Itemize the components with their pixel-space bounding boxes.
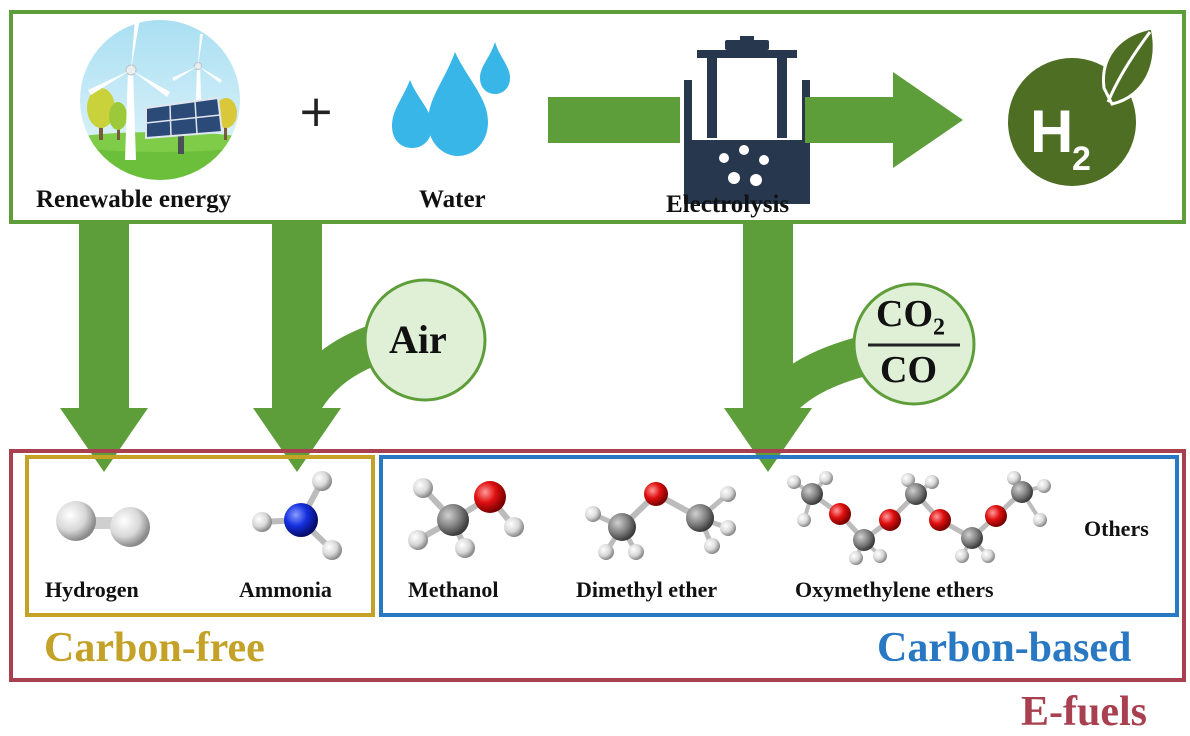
h2-subscript: 2 xyxy=(1072,140,1091,178)
air-label: Air xyxy=(389,317,447,362)
methanol-label: Methanol xyxy=(408,577,499,602)
co-label: CO xyxy=(880,349,937,391)
water-label: Water xyxy=(419,186,486,213)
dimethyl-ether-label: Dimethyl ether xyxy=(576,577,718,602)
dimethyl-ether-molecule-icon xyxy=(585,482,736,560)
electrolysis-icon xyxy=(684,36,810,204)
carbon-free-title: Carbon-free xyxy=(44,625,265,671)
arrow-to-hydrogen xyxy=(60,224,148,472)
arrow-to-h2 xyxy=(805,72,963,168)
methanol-molecule-icon xyxy=(408,478,524,558)
renewable-energy-icon xyxy=(80,20,240,180)
hydrogen-molecule-icon xyxy=(56,501,150,547)
plus-sign: + xyxy=(298,86,335,137)
ammonia-label: Ammonia xyxy=(239,577,332,602)
efuels-frame xyxy=(9,449,1186,682)
h2-letter: H xyxy=(1030,98,1073,165)
efuels-title: E-fuels xyxy=(1021,689,1147,735)
carbon-based-title: Carbon-based xyxy=(877,625,1132,671)
ammonia-molecule-icon xyxy=(252,471,342,560)
air-bubble xyxy=(363,278,487,402)
arrow-to-carbon-based xyxy=(724,224,812,472)
electrolysis-label: Electrolysis xyxy=(666,191,790,218)
h2-icon: H 2 xyxy=(1008,26,1156,186)
hydrogen-label: Hydrogen xyxy=(45,577,139,602)
co2-co-bubble xyxy=(852,282,976,406)
oxymethylene-ethers-label: Oxymethylene ethers xyxy=(795,577,994,602)
co2-label: CO2 xyxy=(876,292,945,342)
renewable-energy-label: Renewable energy xyxy=(36,186,232,213)
arrow-to-ammonia xyxy=(253,224,341,472)
water-drops-icon xyxy=(392,42,510,156)
carbon-based-frame xyxy=(379,455,1179,617)
process-frame xyxy=(9,10,1186,224)
others-label: Others xyxy=(1084,516,1149,541)
co2-subscript: 2 xyxy=(933,314,945,341)
co2-main: CO xyxy=(876,293,933,335)
arrow-to-electrolysis xyxy=(548,97,680,143)
oxymethylene-ethers-molecule-icon xyxy=(787,471,1051,565)
carbon-free-frame xyxy=(25,455,375,617)
